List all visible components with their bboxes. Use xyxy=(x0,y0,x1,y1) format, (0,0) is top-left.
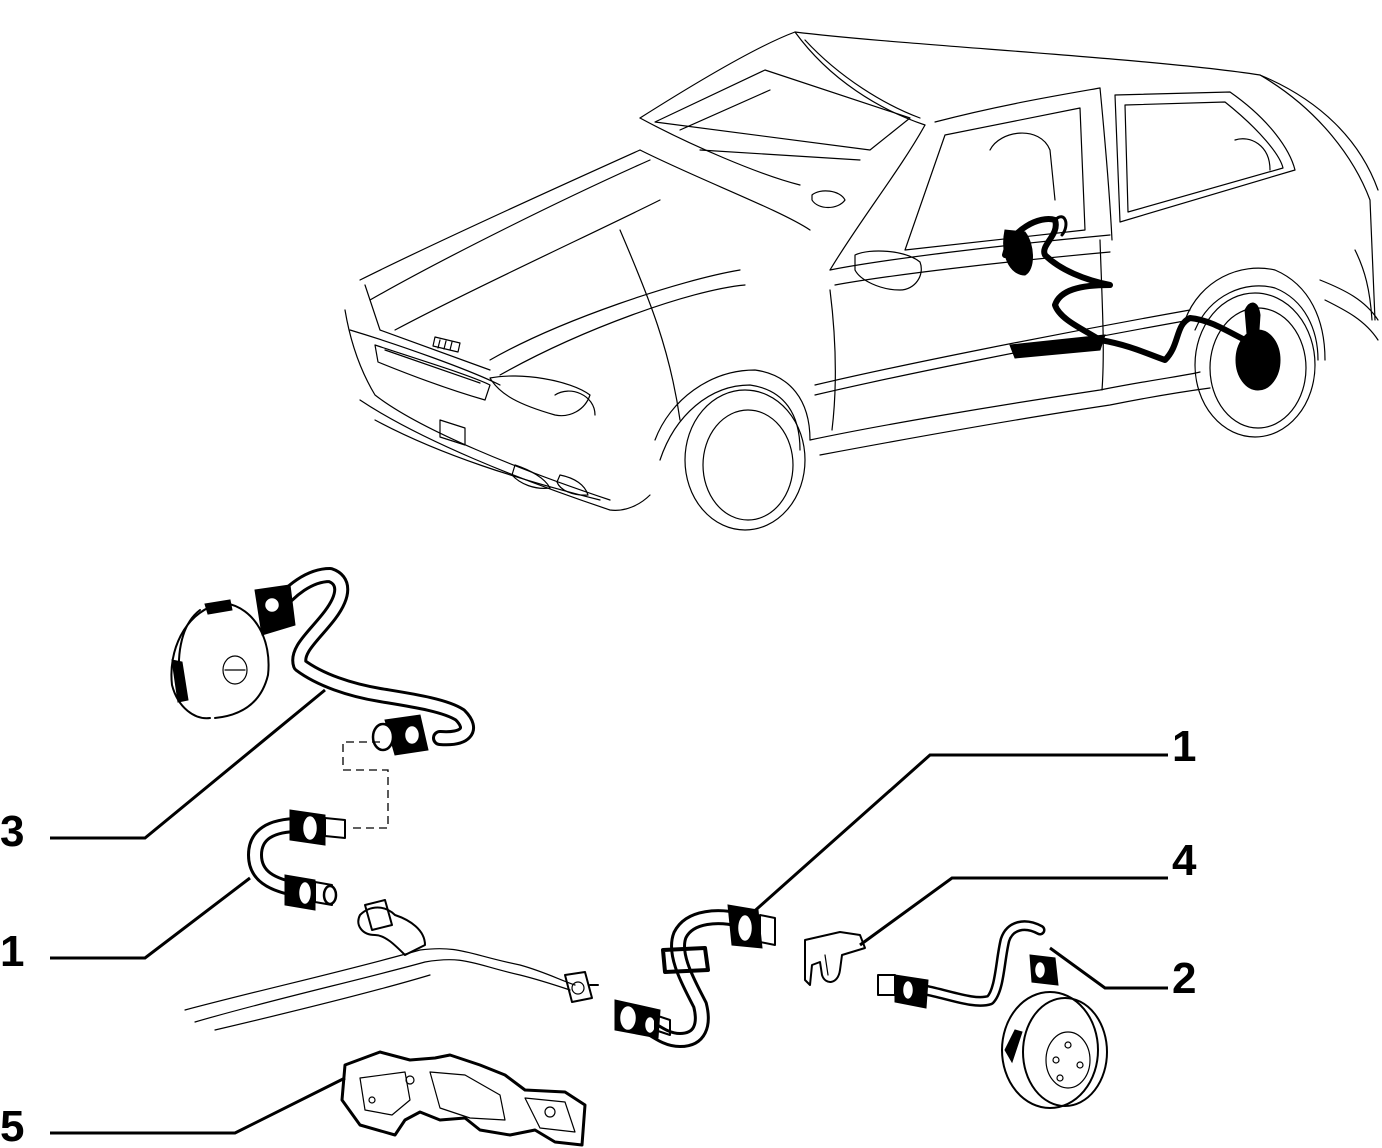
part-3-brake-pipe xyxy=(170,567,475,756)
part-4-clip xyxy=(804,931,866,986)
part-1-right-hose xyxy=(614,904,776,1048)
callout-3: 3 xyxy=(0,807,24,856)
chassis-rail-lines xyxy=(184,899,599,1031)
leader-1-right xyxy=(749,753,1168,917)
dashed-connector xyxy=(342,741,389,829)
leader-3 xyxy=(50,688,326,840)
callout-2: 2 xyxy=(1172,954,1196,1003)
callout-5: 5 xyxy=(0,1102,24,1148)
callout-1-left: 1 xyxy=(0,927,24,976)
leader-4 xyxy=(859,876,1168,947)
callout-4: 4 xyxy=(1172,836,1197,885)
car-illustration xyxy=(344,31,1379,531)
part-2-brake-pipe xyxy=(877,920,1108,1109)
leader-5 xyxy=(50,1076,346,1135)
leader-1-left xyxy=(50,876,251,960)
callout-1-right: 1 xyxy=(1172,722,1196,771)
part-5-bracket xyxy=(340,1050,587,1147)
leader-2 xyxy=(1049,946,1168,990)
leader-lines xyxy=(50,688,1168,1135)
callout-labels: 3 1 5 1 4 2 xyxy=(0,722,1197,1148)
part-1-left-hose xyxy=(247,809,346,911)
